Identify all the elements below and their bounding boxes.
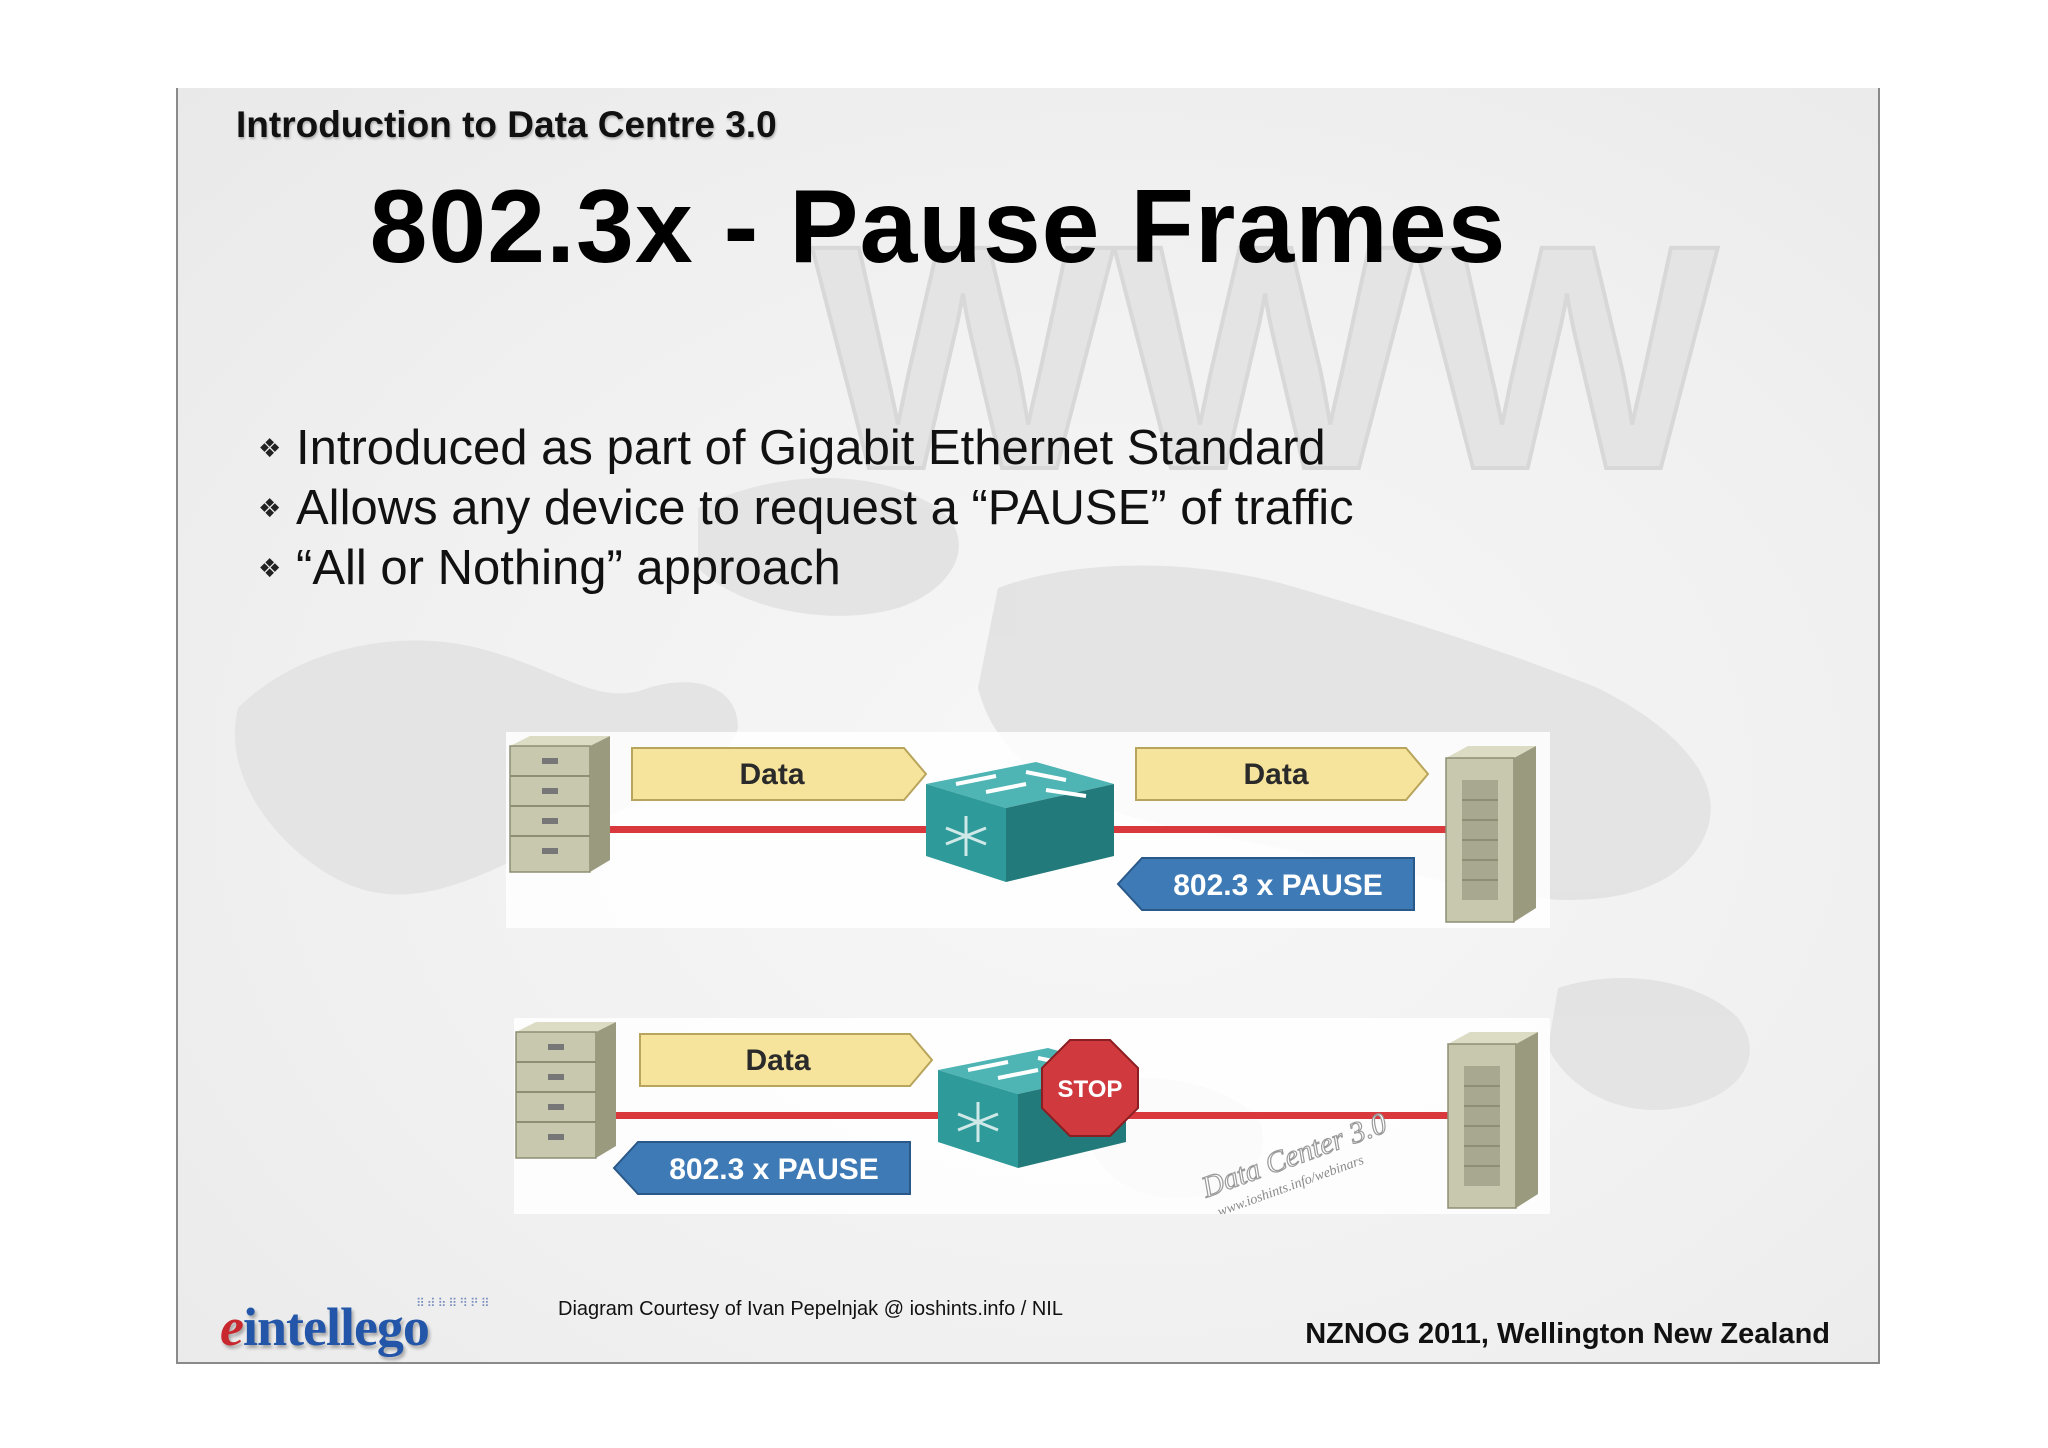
server-stack-icon	[509, 736, 610, 873]
data-arrow-label: Data	[739, 758, 804, 791]
bullet-text: Allows any device to request a “PAUSE” o…	[296, 481, 1354, 535]
pause-arrow-label: 802.3 x PAUSE	[669, 1153, 879, 1186]
diagram-credit: Diagram Courtesy of Ivan Pepelnjak @ ios…	[558, 1298, 1063, 1320]
bullet-text: “All or Nothing” approach	[296, 541, 841, 595]
switch-icon	[926, 762, 1114, 882]
logo-braille-dots-icon: ⠿⠾⠷⠿⠻⠟⠿	[416, 1296, 492, 1310]
pause-arrow-label: 802.3 x PAUSE	[1173, 869, 1383, 902]
server-tower-icon	[1447, 1032, 1538, 1209]
bullet-item: ❖ Introduced as part of Gigabit Ethernet…	[258, 418, 1354, 478]
bullet-list: ❖ Introduced as part of Gigabit Ethernet…	[258, 418, 1354, 598]
pause-diagram-stopped: Data STOP 802.3 x PAUSE Data	[514, 1018, 1550, 1214]
pause-diagram-forwarding: Data Data 802.3 x PAUSE	[506, 732, 1550, 928]
logo-e: e	[220, 1297, 244, 1357]
data-arrow-label: Data	[745, 1044, 810, 1077]
data-arrow: Data	[639, 1033, 934, 1087]
diamond-bullet-icon: ❖	[258, 433, 282, 463]
diamond-bullet-icon: ❖	[258, 553, 282, 583]
background-www-text: WWW	[812, 178, 1721, 536]
pause-arrow: 802.3 x PAUSE	[1116, 857, 1415, 911]
slide: WWW Introduction to Data Centre 3.0 802.…	[176, 88, 1880, 1364]
stop-sign-icon: STOP	[1041, 1039, 1139, 1137]
data-arrow: Data	[1135, 747, 1430, 801]
bullet-text: Introduced as part of Gigabit Ethernet S…	[296, 421, 1326, 475]
pause-arrow: 802.3 x PAUSE	[612, 1141, 911, 1195]
logo-rest: intellego	[242, 1297, 430, 1357]
server-tower-icon	[1445, 746, 1536, 923]
page-title: 802.3x - Pause Frames	[369, 169, 1507, 285]
stop-label: STOP	[1058, 1076, 1123, 1103]
bullet-item: ❖ Allows any device to request a “PAUSE”…	[258, 478, 1354, 538]
event-footer: NZNOG 2011, Wellington New Zealand	[1305, 1318, 1830, 1350]
eintellego-logo: eintellego ⠿⠾⠷⠿⠻⠟⠿	[220, 1296, 510, 1358]
diamond-bullet-icon: ❖	[258, 493, 282, 523]
logo-wordmark: eintellego	[220, 1296, 430, 1358]
data-arrow: Data	[631, 747, 928, 801]
section-title: Introduction to Data Centre 3.0	[236, 104, 777, 145]
bullet-item: ❖ “All or Nothing” approach	[258, 538, 1354, 598]
server-stack-icon	[515, 1022, 616, 1159]
data-arrow-label: Data	[1243, 758, 1308, 791]
